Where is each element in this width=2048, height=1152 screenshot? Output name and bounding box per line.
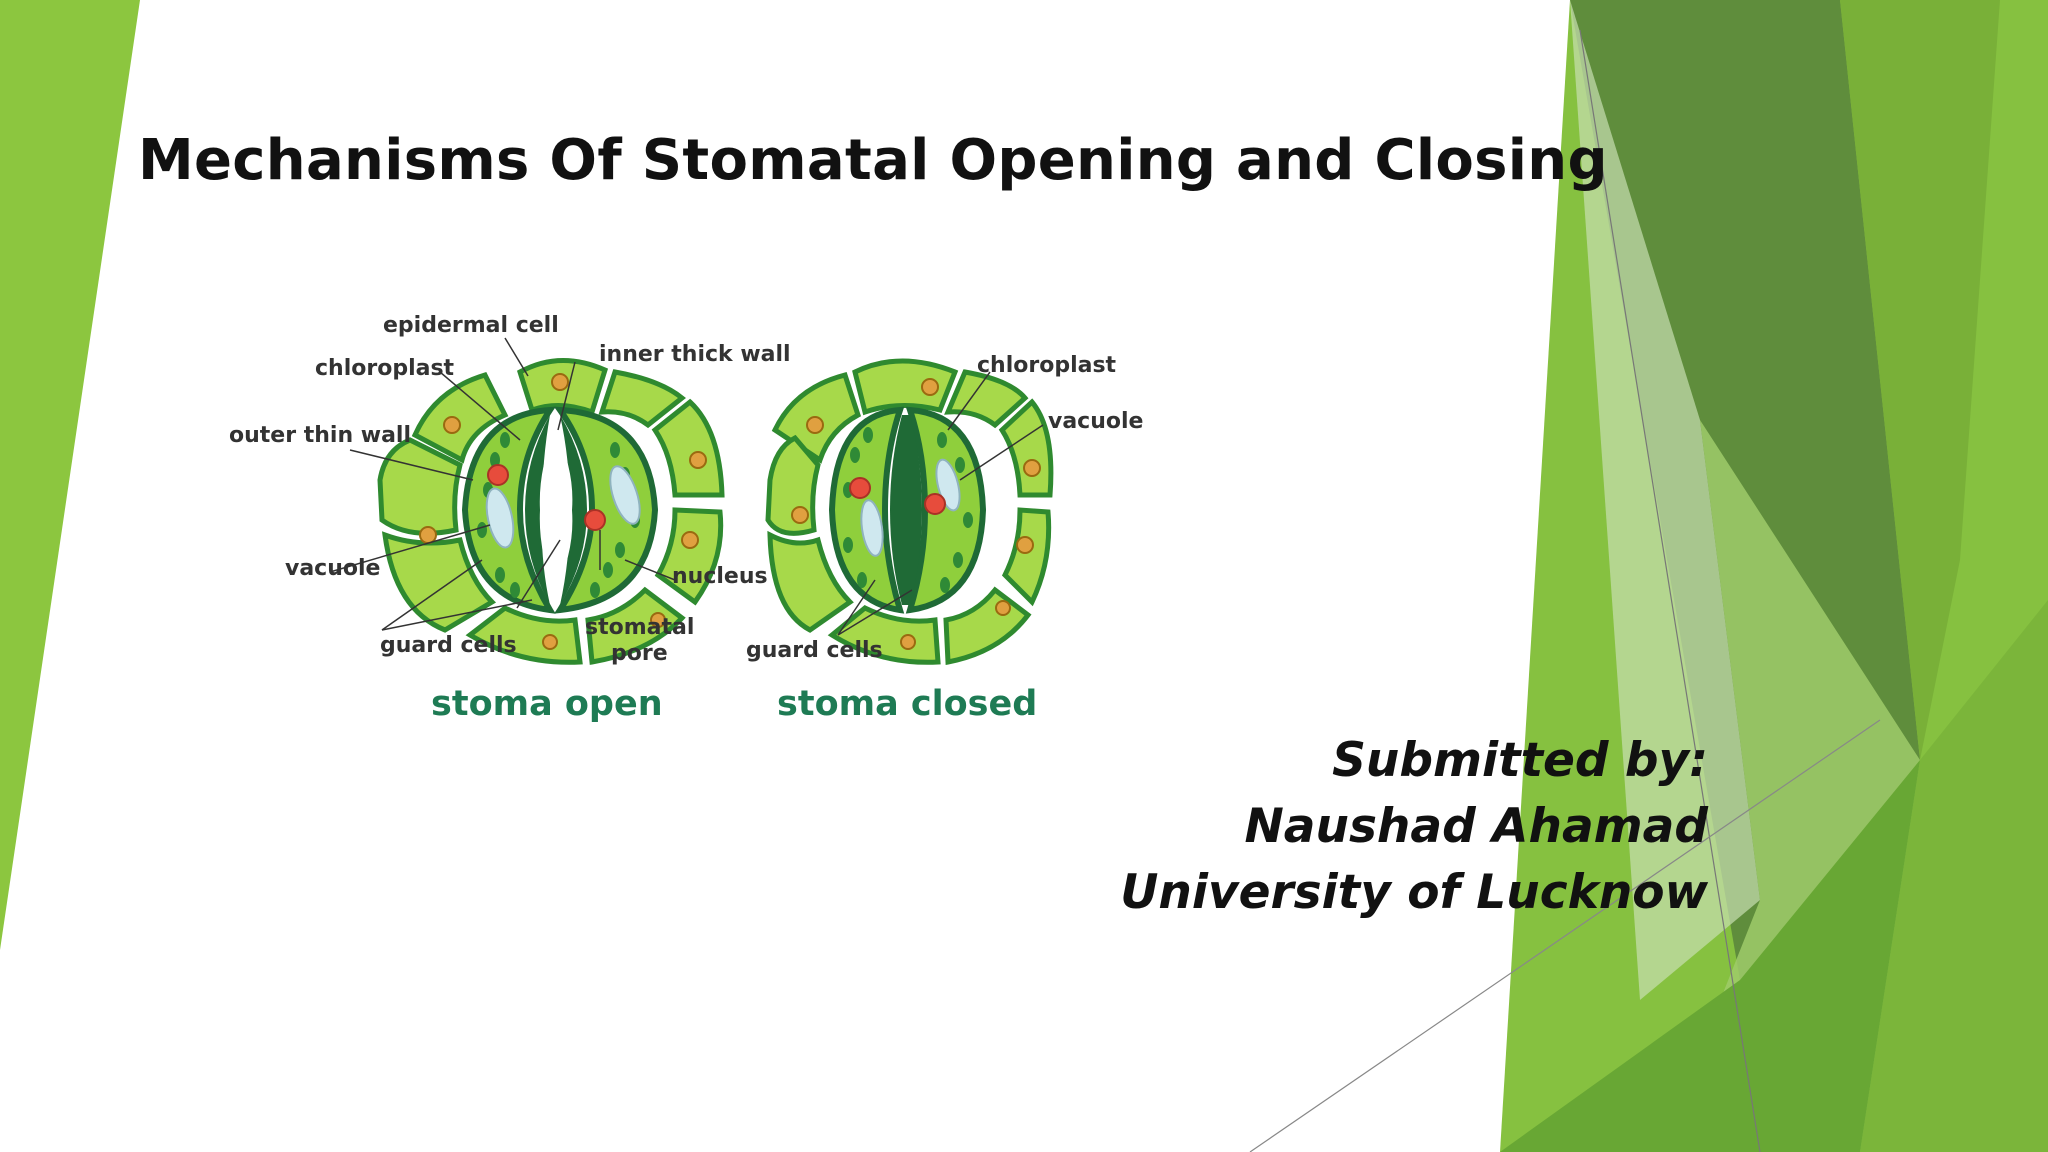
epidermal-cell xyxy=(651,398,725,498)
thin-line-2 xyxy=(1249,719,1881,1152)
chloroplast xyxy=(490,452,500,468)
chloroplast xyxy=(937,432,947,448)
caption-stoma-open: stoma open xyxy=(431,684,663,724)
epidermal-nucleus xyxy=(995,600,1011,616)
epidermal-nucleus xyxy=(791,506,809,524)
submitted-by-label: Submitted by: xyxy=(1332,733,1708,788)
vacuole xyxy=(485,487,515,549)
chloroplast xyxy=(843,537,853,553)
inner-thick-wall xyxy=(560,415,587,605)
inner-thick-wall xyxy=(525,415,550,605)
epidermal-nucleus xyxy=(921,378,939,396)
thin-line-1 xyxy=(1579,29,1761,1152)
chloroplast xyxy=(955,457,965,473)
label-chloroplast-closed: chloroplast xyxy=(977,353,1117,378)
chloroplast xyxy=(963,512,973,528)
credits-block: Submitted by: Naushad Ahamad University … xyxy=(1120,728,1708,926)
right-facet-4 xyxy=(1570,0,1760,1000)
chloroplast xyxy=(500,432,510,448)
nucleus xyxy=(924,493,946,515)
label-nucleus: nucleus xyxy=(672,564,768,589)
label-chloroplast-open: chloroplast xyxy=(315,356,455,381)
epidermal-nucleus xyxy=(1016,536,1034,554)
epidermal-cell xyxy=(377,437,463,536)
label-vacuole-open: vacuole xyxy=(285,556,380,581)
epidermal-nucleus xyxy=(419,526,437,544)
label-stomatal: stomatal xyxy=(585,615,694,640)
chloroplast xyxy=(603,562,613,578)
chloroplast xyxy=(953,552,963,568)
label-outer-thin-wall: outer thin wall xyxy=(229,423,411,448)
stomata-diagram: epidermal cell chloroplast inner thick w… xyxy=(229,313,1143,724)
epidermal-nucleus xyxy=(1023,459,1041,477)
epidermal-cell xyxy=(852,358,959,416)
epidermal-cell xyxy=(943,586,1032,666)
label-epidermal-cell: epidermal cell xyxy=(383,313,559,338)
vacuole xyxy=(860,499,884,557)
stoma-closed-figure: chloroplast vacuole guard cells stoma cl… xyxy=(746,353,1143,724)
label-vacuole-closed: vacuole xyxy=(1048,409,1143,434)
chloroplast xyxy=(850,447,860,463)
epidermal-cell xyxy=(598,369,686,429)
epidermal-nucleus xyxy=(443,416,461,434)
chloroplast xyxy=(940,577,950,593)
epidermal-cell xyxy=(1001,507,1052,607)
author-name: Naushad Ahamad xyxy=(1244,799,1708,854)
right-facet-3 xyxy=(1840,0,2000,760)
chloroplast xyxy=(857,572,867,588)
chloroplast xyxy=(590,582,600,598)
nucleus xyxy=(584,509,606,531)
epidermal-cell xyxy=(585,586,686,665)
guard-cell-right xyxy=(905,406,987,614)
chloroplast xyxy=(863,427,873,443)
label-pore: pore xyxy=(611,641,668,666)
vacuole xyxy=(609,465,641,525)
epidermal-nucleus xyxy=(551,373,569,391)
chloroplast xyxy=(510,582,520,598)
right-facet-6 xyxy=(1860,600,2048,1152)
label-guard-cells-closed: guard cells xyxy=(746,638,883,663)
epidermal-cell xyxy=(998,398,1054,498)
epidermal-nucleus xyxy=(806,416,824,434)
guard-cell-right xyxy=(553,406,659,614)
nucleus xyxy=(487,464,509,486)
university-name: University of Lucknow xyxy=(1120,865,1708,920)
epidermal-nucleus xyxy=(689,451,707,469)
chloroplast xyxy=(615,542,625,558)
label-inner-thick-wall: inner thick wall xyxy=(599,342,791,367)
epidermal-nucleus xyxy=(542,634,558,650)
epidermal-nucleus xyxy=(900,634,916,650)
epidermal-cell xyxy=(767,530,854,633)
stomatal-pore xyxy=(539,430,573,590)
closed-pore xyxy=(890,415,922,605)
caption-stoma-closed: stoma closed xyxy=(777,684,1037,724)
stoma-open-figure: epidermal cell chloroplast inner thick w… xyxy=(229,313,791,724)
epidermal-cell xyxy=(411,372,509,464)
nucleus xyxy=(849,477,871,499)
epidermal-nucleus xyxy=(650,612,666,628)
epidermal-nucleus xyxy=(681,531,699,549)
slide-title: Mechanisms Of Stomatal Opening and Closi… xyxy=(138,128,1608,193)
chloroplast xyxy=(610,442,620,458)
right-facet-7 xyxy=(1500,760,1920,1152)
chloroplast xyxy=(477,522,487,538)
epidermal-cell xyxy=(944,369,1029,429)
label-guard-cells-open: guard cells xyxy=(380,633,517,658)
chloroplast xyxy=(495,567,505,583)
left-green-band xyxy=(0,0,140,950)
